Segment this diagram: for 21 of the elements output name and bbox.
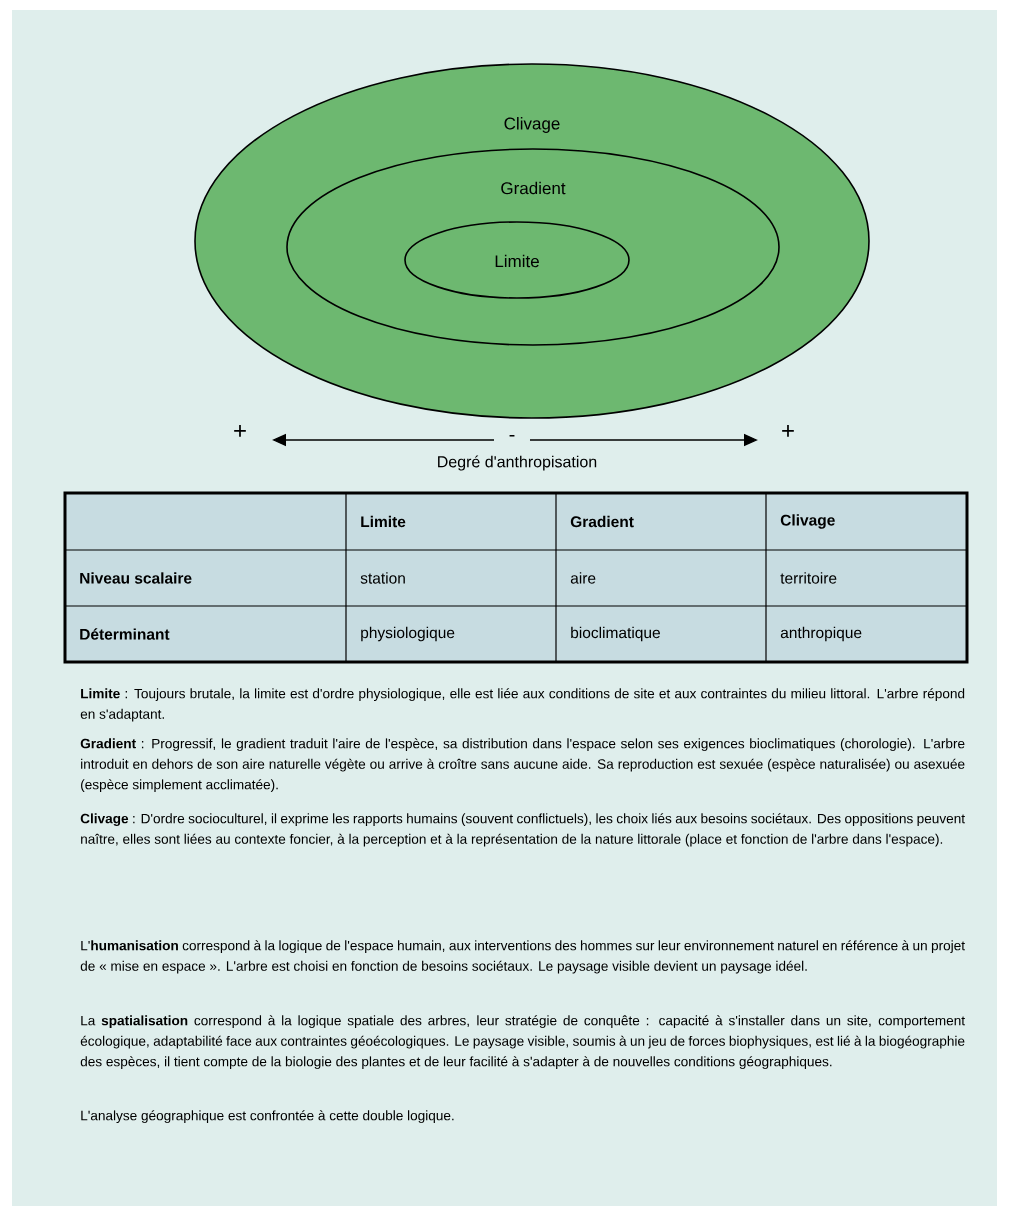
- paragraph: Limite : Toujours brutale, la limite est d'ordre physiologique, elle est liée aux conditions de site et aux contraintes du milieu littoral. L'arbre répond en s'adaptant.: [80, 688, 965, 722]
- plus-sign: +: [234, 425, 246, 437]
- header-cell: Gradient: [570, 515, 634, 528]
- paragraph: Gradient : Progressif, le gradient traduit l'aire de l'espèce, sa distribution dans l'espace selon ses exigences bioclimatiques (chorologie). L'arbre introduit en dehors de son aire naturelle végète ou arrive à croître sans aucune aide. Sa reproduction est sexuée (espèce naturalisée) ou asexuée (espèce simplement acclimatée).: [80, 738, 965, 793]
- header-cell: Niveau scalaire: [80, 572, 192, 584]
- table-cell: aire: [570, 572, 596, 584]
- table-cell: territoire: [780, 572, 837, 584]
- paragraph: La spatialisation correspond à la logique spatiale des arbres, leur stratégie de conquête : capacité à s'installer dans un site, comportement écologique, adaptabilité face aux contraintes géoécologiques. Le paysage visible, soumis à un jeu de forces biophysiques, est lié à la biogéographie des espèces, il tient compte de la biologie des plantes et de leur facilité à s'adapter à de nouvelles conditions géographiques.: [80, 1015, 965, 1070]
- table-cell: bioclimatique: [571, 626, 660, 642]
- table-cell: physiologique: [361, 626, 455, 642]
- header-cell: Limite: [361, 515, 406, 528]
- minus-sign: -: [509, 434, 515, 437]
- table-cell: station: [360, 572, 405, 584]
- paragraph: Clivage : D'ordre socioculturel, il exprime les rapports humains (souvent conflictuels), les choix liés aux besoins sociétaux. Des oppositions peuvent naître, elles sont liées au contexte foncier, à la perception et à la représentation de la nature littorale (place et fonction de l'arbre dans l'espace).: [80, 813, 965, 847]
- paragraph: L'analyse géographique est confrontée à cette double logique.: [81, 1110, 454, 1124]
- axis-label: Degré d'anthropisation: [438, 455, 597, 471]
- table-cell: anthropique: [780, 626, 862, 642]
- paragraph: L'humanisation correspond à la logique de l'espace humain, aux interventions des hommes sur leur environnement naturel en référence à un projet de « mise en espace ». L'arbre est choisi en fonction de besoins sociétaux. Le paysage visible devient un paysage idéel.: [80, 940, 965, 974]
- plus-sign: +: [782, 425, 794, 437]
- header-cell: Clivage: [780, 514, 835, 529]
- header-cell: Déterminant: [80, 628, 170, 640]
